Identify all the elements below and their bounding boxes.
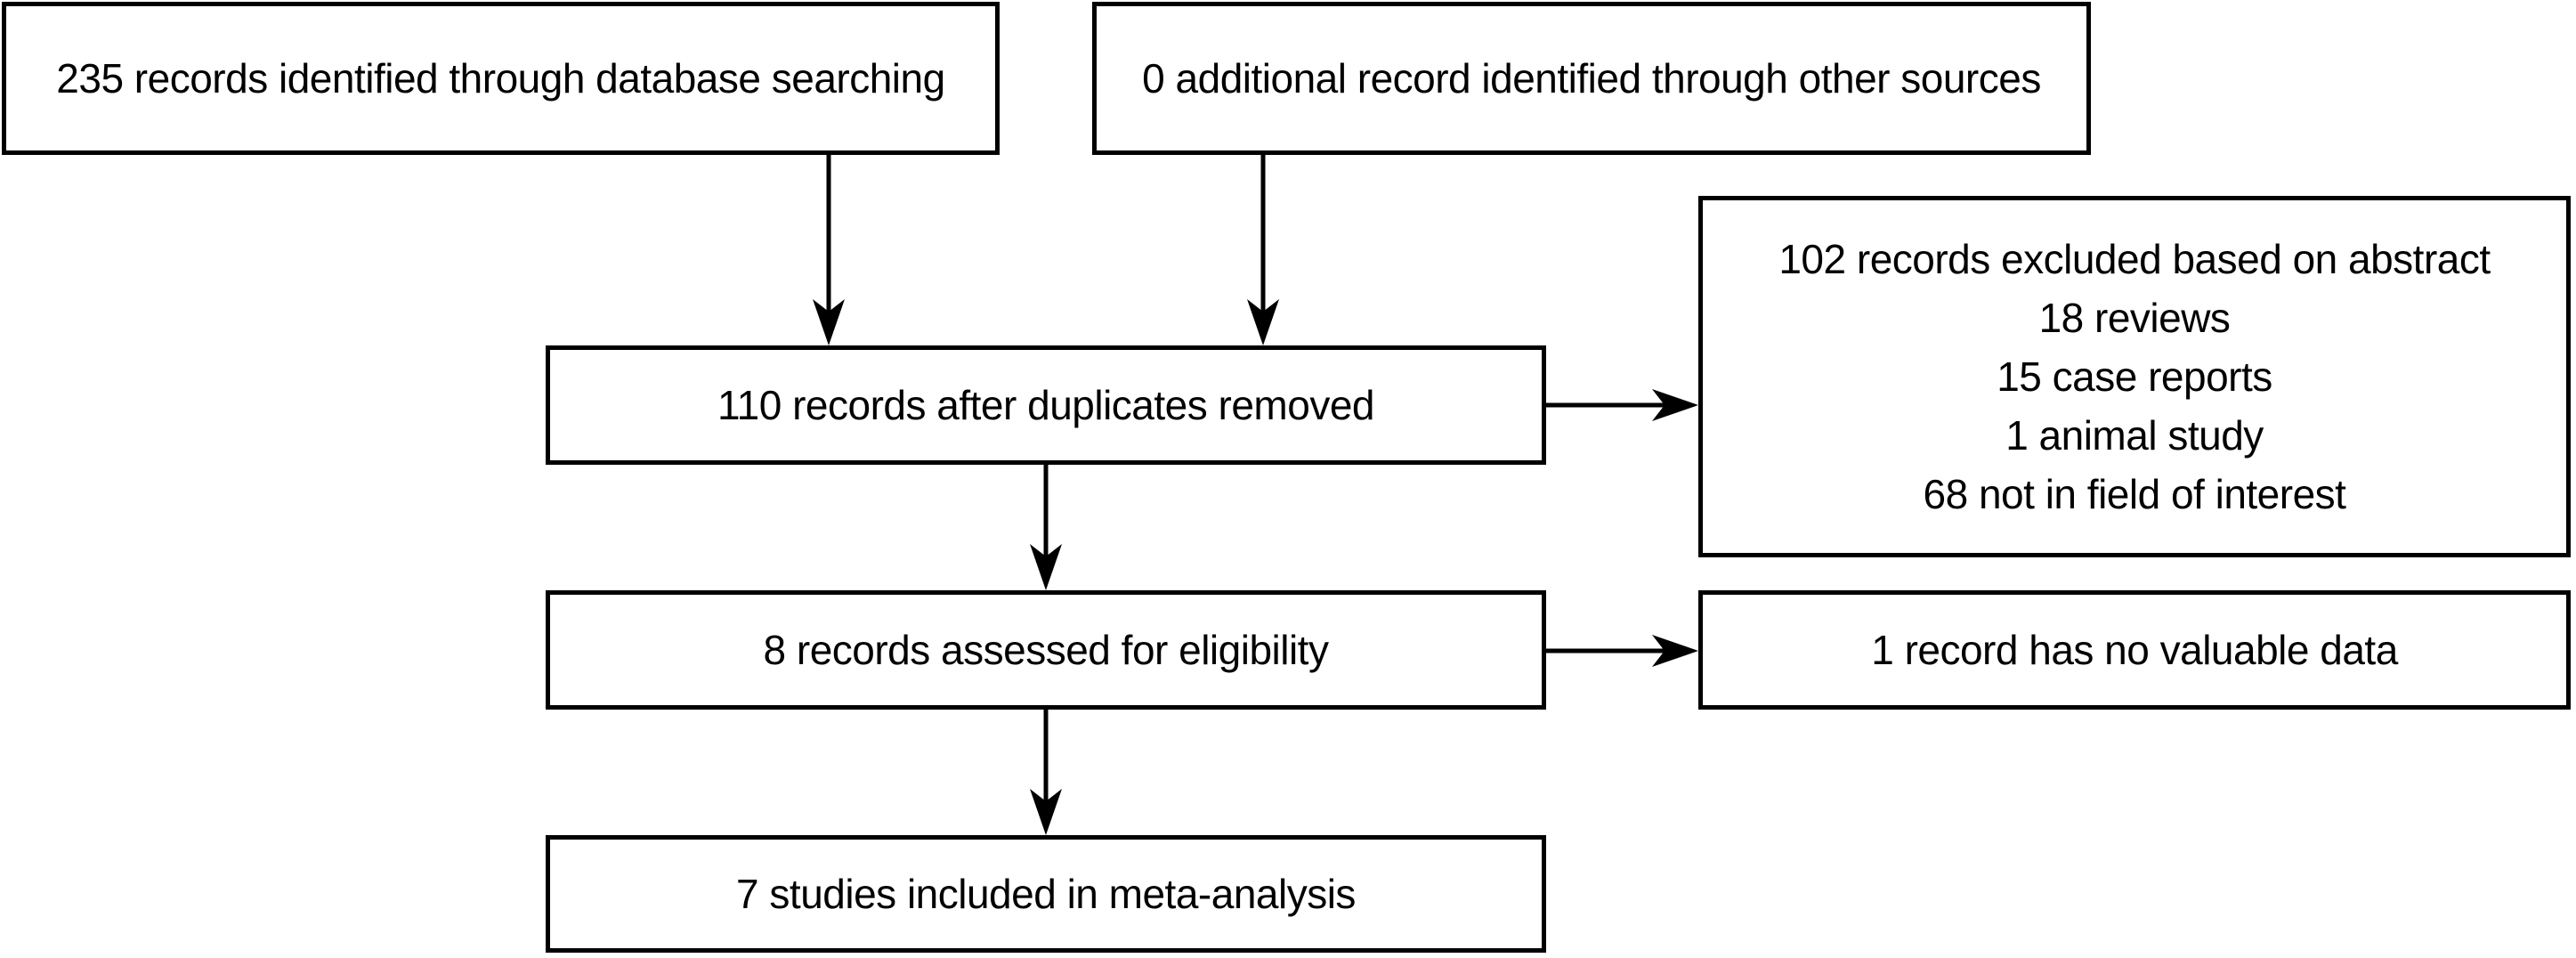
- arrow-down-assessed-to-included-icon: [1030, 710, 1062, 835]
- box-records-excluded: 102 records excluded based on abstract 1…: [1698, 196, 2571, 557]
- box-included-meta-analysis: 7 studies included in meta-analysis: [546, 835, 1546, 953]
- excluded-line-animal-study: 1 animal study: [2005, 412, 2264, 459]
- box-duplicates-removed-text: 110 records after duplicates removed: [717, 382, 1375, 428]
- arrow-down-additional-to-deduplicated-icon: [1247, 155, 1279, 345]
- box-no-valuable-data-text: 1 record has no valuable data: [1871, 627, 2398, 673]
- box-records-identified-text: 235 records identified through database …: [56, 55, 945, 101]
- excluded-line-reviews: 18 reviews: [2038, 295, 2231, 341]
- box-duplicates-removed: 110 records after duplicates removed: [546, 345, 1546, 465]
- arrow-down-identified-to-deduplicated-icon: [813, 155, 845, 345]
- arrow-right-assessed-to-no-valuable-icon: [1546, 635, 1698, 667]
- arrow-down-deduplicated-to-assessed-icon: [1030, 465, 1062, 590]
- arrow-right-deduplicated-to-excluded-icon: [1546, 389, 1698, 421]
- excluded-line-total: 102 records excluded based on abstract: [1778, 236, 2491, 282]
- box-assessed-eligibility-text: 8 records assessed for eligibility: [763, 627, 1329, 673]
- excluded-line-not-in-field: 68 not in field of interest: [1923, 471, 2346, 517]
- box-additional-records: 0 additional record identified through o…: [1092, 2, 2091, 155]
- excluded-line-case-reports: 15 case reports: [1997, 353, 2272, 400]
- box-records-identified: 235 records identified through database …: [2, 2, 1000, 155]
- box-assessed-eligibility: 8 records assessed for eligibility: [546, 590, 1546, 710]
- box-additional-records-text: 0 additional record identified through o…: [1142, 55, 2041, 101]
- box-included-meta-analysis-text: 7 studies included in meta-analysis: [736, 871, 1356, 917]
- box-no-valuable-data: 1 record has no valuable data: [1698, 590, 2571, 710]
